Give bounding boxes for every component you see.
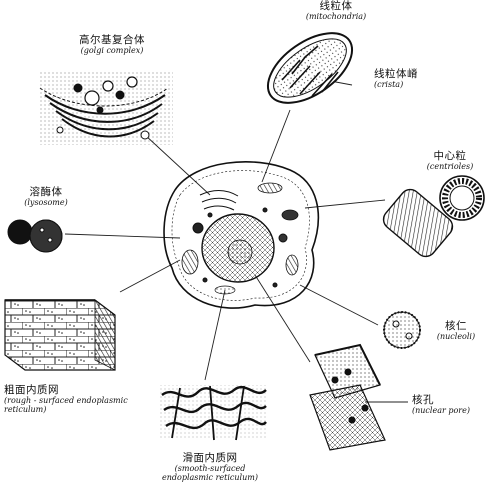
label-centrioles: 中心粒 (centrioles)	[418, 150, 482, 171]
label-rough-er-en2: reticulum)	[4, 405, 47, 415]
label-golgi-en: (golgi complex)	[80, 46, 144, 56]
label-nucleoli: 核仁 (nucleoli)	[428, 320, 484, 341]
leader-smooth-er	[204, 289, 226, 381]
label-smooth-er-en1: (smooth-surfaced	[174, 464, 246, 474]
centrioles-illustration	[382, 175, 485, 258]
leader-nuclear-pore	[254, 274, 311, 363]
label-nuclear-pore-en: (nuclear pore)	[412, 406, 470, 416]
leader-mitochondria	[261, 109, 291, 183]
mitochondrion-illustration	[266, 32, 354, 104]
central-cell	[163, 161, 319, 309]
label-rough-er-en1: (rough - surfaced endoplasmic	[4, 396, 128, 406]
rough-er-illustration	[4, 299, 116, 371]
golgi-illustration	[38, 70, 173, 145]
label-nuclear-pore-zh: 核孔	[412, 394, 434, 406]
leader-lines	[64, 79, 408, 403]
leader-centrioles	[304, 199, 386, 209]
smooth-er-illustration	[160, 385, 268, 441]
leader-nucleoli	[299, 284, 379, 326]
label-crista-en: (crista)	[374, 80, 404, 90]
label-rough-er-zh: 粗面内质网	[4, 384, 59, 396]
label-mitochondria-en: (mitochondria)	[305, 12, 367, 22]
label-nuclear-pore: 核孔 (nuclear pore)	[412, 394, 470, 415]
label-rough-er: 粗面内质网 (rough - surfaced endoplasmic reti…	[4, 384, 128, 414]
label-golgi-zh: 高尔基复合体	[79, 34, 145, 46]
leader-lysosome	[64, 233, 181, 239]
label-nucleoli-zh: 核仁	[445, 320, 467, 332]
label-centrioles-en: (centrioles)	[426, 162, 474, 172]
label-nucleoli-en: (nucleoli)	[436, 332, 476, 342]
cell-membrane	[163, 161, 319, 309]
label-lysosome-zh: 溶酶体	[29, 186, 63, 198]
label-smooth-er-zh: 滑面内质网	[182, 452, 238, 464]
label-lysosome: 溶酶体 (lysosome)	[14, 186, 78, 207]
label-golgi: 高尔基复合体 (golgi complex)	[62, 34, 162, 55]
label-crista: 线粒体嵴 (crista)	[374, 68, 418, 89]
lysosome-illustration	[7, 219, 63, 253]
nucleolus-illustration	[383, 311, 421, 349]
cell-nucleolus	[227, 239, 253, 265]
label-lysosome-en: (lysosome)	[24, 198, 68, 208]
label-smooth-er: 滑面内质网 (smooth-surfaced endoplasmic retic…	[150, 452, 270, 482]
label-crista-zh: 线粒体嵴	[374, 68, 418, 80]
label-mitochondria-zh: 线粒体	[319, 0, 353, 12]
label-centrioles-zh: 中心粒	[433, 150, 467, 162]
label-mitochondria: 线粒体 (mitochondria)	[300, 0, 372, 21]
nuclear-pore-illustration	[309, 343, 386, 451]
label-smooth-er-en2: endoplasmic reticulum)	[162, 473, 258, 483]
